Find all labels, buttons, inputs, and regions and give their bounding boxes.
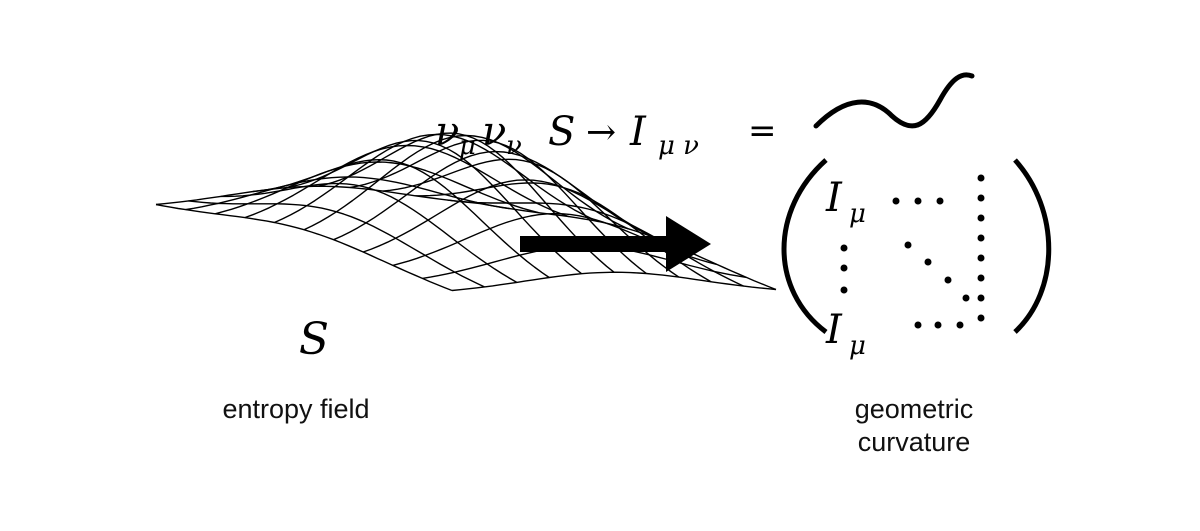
matrix-dot <box>840 264 848 272</box>
matrix-dot <box>936 197 944 205</box>
equation-S: S <box>548 109 575 155</box>
mesh-line <box>155 203 453 292</box>
matrix-dot <box>977 234 985 242</box>
curvature-caption-line-1: geometric <box>855 394 974 424</box>
mesh-line <box>451 271 777 292</box>
wave-curve-icon <box>813 72 975 129</box>
matrix-right-paren <box>1013 158 1052 334</box>
mesh-line <box>382 158 680 278</box>
matrix-dot <box>914 197 922 205</box>
equation-equals: = <box>748 111 777 151</box>
matrix-dot <box>924 258 932 266</box>
equation-sub-nu: ν <box>506 131 522 161</box>
mesh-line <box>285 139 583 275</box>
matrix-dot <box>977 294 985 302</box>
matrix-dot <box>956 321 964 329</box>
matrix-dot <box>977 214 985 222</box>
mesh-line <box>317 132 615 273</box>
mesh-line <box>350 139 647 275</box>
matrix-dot <box>840 244 848 252</box>
matrix-dot <box>977 274 985 282</box>
matrix-bottom-left-sub: μ <box>849 331 866 361</box>
equation: ν μ ν ν S → I μ ν = <box>435 109 777 161</box>
matrix-dot <box>914 321 922 329</box>
curvature-caption-line-2: curvature <box>858 427 971 457</box>
matrix-dot <box>934 321 942 329</box>
matrix-dot <box>904 241 912 249</box>
matrix-left-paren <box>781 158 828 334</box>
surface-symbol: S <box>299 314 329 365</box>
matrix-dot <box>892 197 900 205</box>
surface-caption: entropy field <box>222 394 369 424</box>
equation-arrow: → <box>586 112 616 153</box>
right-arrow-icon <box>520 216 711 272</box>
mesh-line <box>188 200 485 288</box>
equation-nu-1: ν <box>435 109 459 155</box>
matrix-top-left-symbol: I <box>825 175 843 221</box>
mesh-line <box>479 202 777 291</box>
equation-sub-munu: μ ν <box>658 131 699 161</box>
matrix-dot <box>962 294 970 302</box>
matrix-dot <box>977 174 985 182</box>
equation-nu-2: ν <box>482 109 506 155</box>
matrix-dot <box>977 254 985 262</box>
matrix-top-left-sub: μ <box>849 199 866 229</box>
entropy-surface-mesh <box>155 132 777 292</box>
matrix-dot <box>977 194 985 202</box>
matrix-bottom-left-symbol: I <box>825 307 843 353</box>
matrix-dot <box>840 286 848 294</box>
matrix-dot <box>977 314 985 322</box>
equation-I: I <box>629 109 647 155</box>
matrix-dots <box>840 174 985 329</box>
matrix-dot <box>944 276 952 284</box>
equation-sub-mu: μ <box>459 131 476 161</box>
mesh-line <box>447 199 744 287</box>
